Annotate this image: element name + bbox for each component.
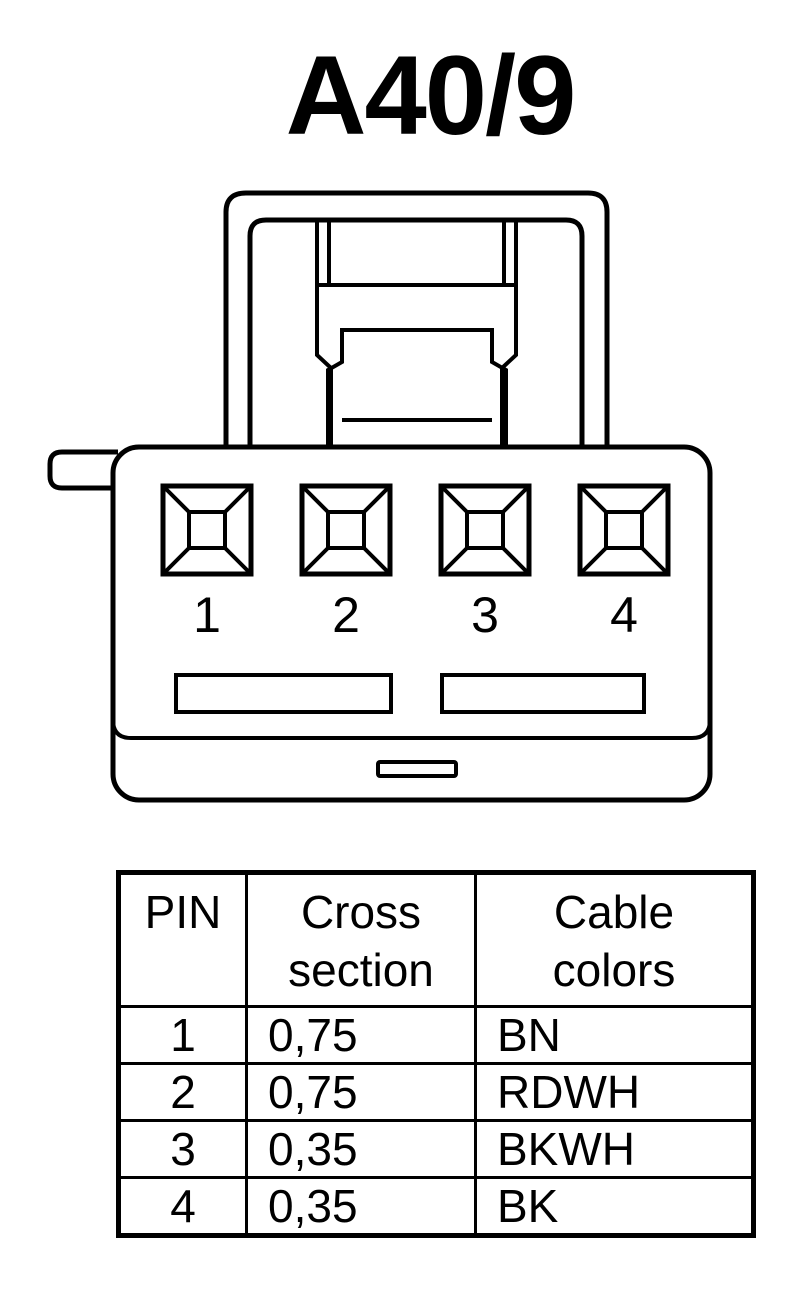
pin-cavity-1: [160, 483, 254, 577]
table-row: 3 0,35 BKWH: [117, 1119, 755, 1179]
cell-cross-section: 0,35: [245, 1119, 477, 1179]
connector-latch: [223, 190, 610, 446]
connector-side-tab: [47, 449, 118, 491]
cell-pin: 4: [117, 1176, 248, 1237]
table-header-row: PIN Cross section Cable colors: [117, 871, 755, 1008]
pin-cavity-2: [299, 483, 393, 577]
cell-cross-section: 0,35: [245, 1176, 477, 1237]
lower-slot-right: [440, 673, 646, 714]
connector-housing: [110, 444, 713, 803]
cell-cross-section: 0,75: [245, 1062, 477, 1122]
table-row: 1 0,75 BN: [117, 1005, 755, 1065]
cell-pin: 2: [117, 1062, 248, 1122]
cell-cross-section: 0,75: [245, 1005, 477, 1065]
header-cross-line1: Cross: [300, 886, 422, 938]
cell-cable-color: BK: [474, 1176, 755, 1237]
cell-pin: 3: [117, 1119, 248, 1179]
table-row: 2 0,75 RDWH: [117, 1062, 755, 1122]
header-colors-line1: Cable: [553, 886, 675, 938]
housing-slot: [376, 760, 458, 778]
header-pin: PIN: [117, 871, 248, 1008]
connector-title: A40/9: [285, 33, 577, 158]
pin-number-3: 3: [471, 587, 499, 643]
pin-number-1: 1: [193, 587, 221, 643]
cell-cable-color: BKWH: [474, 1119, 755, 1179]
cell-cable-color: RDWH: [474, 1062, 755, 1122]
table-row: 4 0,35 BK: [117, 1176, 755, 1237]
pin-number-2: 2: [332, 587, 360, 643]
header-cross-section: Cross section: [245, 871, 477, 1008]
header-cable-colors: Cable colors: [474, 871, 755, 1008]
cell-cable-color: BN: [474, 1005, 755, 1065]
lower-slot-left: [174, 673, 393, 714]
pin-number-4: 4: [610, 587, 638, 643]
header-cross-line2: section: [288, 944, 434, 996]
header-colors-line2: colors: [552, 944, 676, 996]
cell-pin: 1: [117, 1005, 248, 1065]
pin-cavity-3: [438, 483, 532, 577]
connector-diagram: 1 2 3 4: [47, 190, 713, 803]
pin-assignment-table: PIN Cross section Cable colors 1 0,75 BN…: [116, 870, 756, 1238]
pin-cavity-4: [577, 483, 671, 577]
